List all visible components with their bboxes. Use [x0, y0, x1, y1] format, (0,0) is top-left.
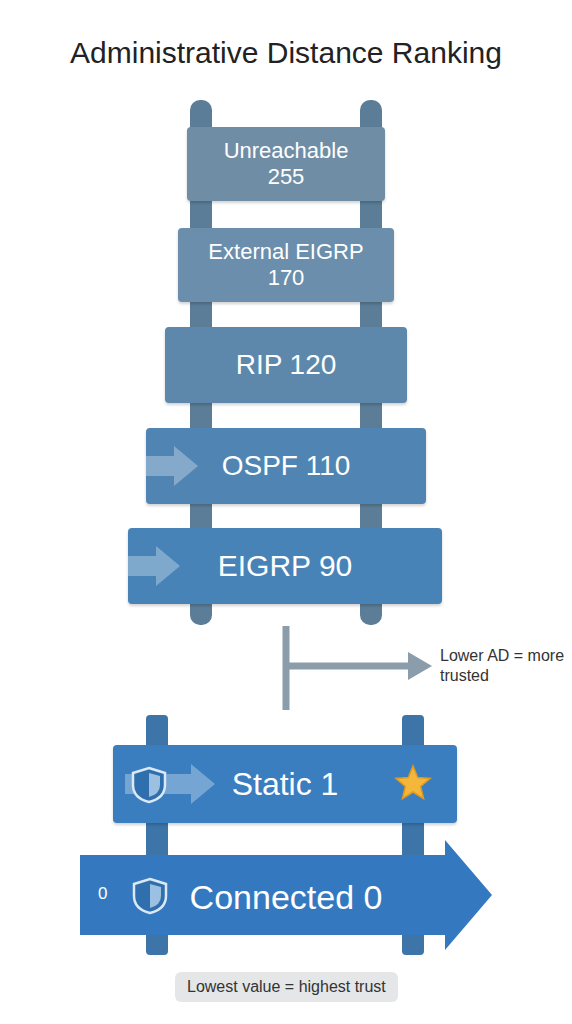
shield-icon: [133, 768, 165, 802]
caption: Lowest value = highest trust: [175, 972, 398, 1002]
rung-label: Connected 0: [190, 877, 383, 918]
rung-label: Static 1: [232, 765, 339, 803]
rung-label: External EIGRP 170: [196, 239, 376, 292]
ladder-rung: Unreachable 255: [187, 127, 385, 201]
rung-label: Unreachable 255: [216, 138, 356, 191]
star-icon: [396, 766, 430, 799]
arrow-shape: [80, 840, 492, 950]
rung-label: EIGRP 90: [218, 548, 353, 584]
leader-arrowhead: [408, 652, 432, 680]
shield-highlight: [150, 884, 161, 908]
arrow-icon: [125, 764, 215, 804]
ladder-rung: RIP 120: [165, 327, 407, 403]
ladder-rung: Static 1: [113, 745, 457, 823]
note-label: Lower AD = more trusted: [440, 646, 566, 686]
shield-highlight: [149, 773, 160, 797]
arrow-icon: [128, 546, 180, 586]
rung-label: RIP 120: [236, 348, 337, 382]
ladder-rung: OSPF 110: [146, 428, 426, 504]
ladder-rung: EIGRP 90: [128, 528, 442, 604]
leader-line: [286, 663, 412, 670]
rung-label: OSPF 110: [222, 449, 351, 483]
arrow-rung: 0 Connected 0: [80, 840, 492, 950]
ladder-rung: External EIGRP 170: [178, 228, 394, 302]
shield-icon: [134, 879, 166, 913]
arrow-icon: [146, 446, 198, 486]
diagram-title: Administrative Distance Ranking: [0, 36, 572, 70]
rung-index: 0: [98, 884, 107, 904]
